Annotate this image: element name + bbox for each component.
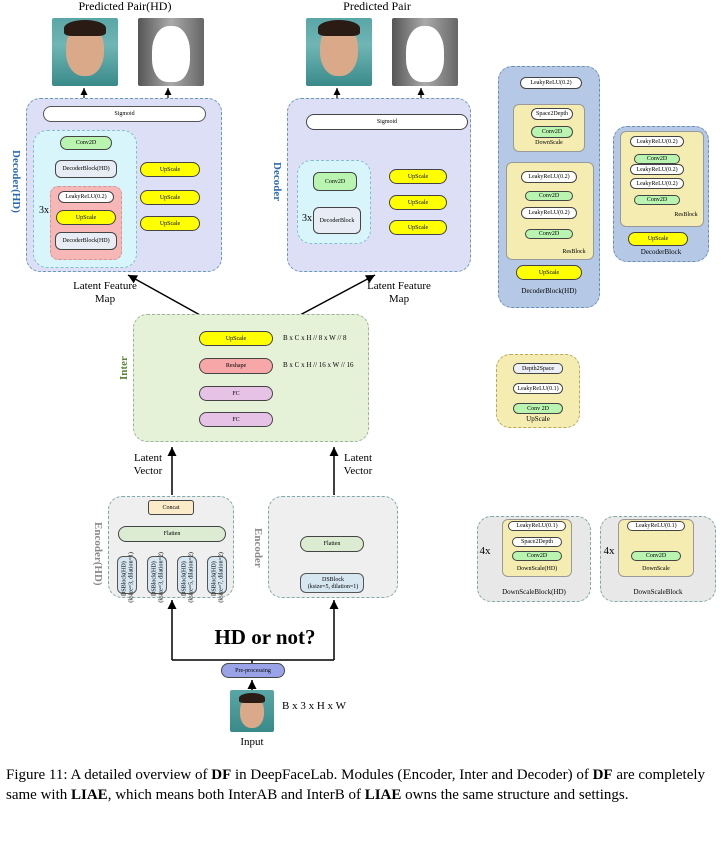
dsb-hd-conv: Conv2D: [512, 551, 562, 561]
decoder-hd-upscale: UpScale: [56, 210, 116, 225]
inter-dim1: B x C x H // 8 x W // 8: [283, 334, 347, 342]
encoder-hd-label: Encoder(HD): [92, 522, 104, 586]
dsb-leaky: LeakyReLU(0.1): [627, 521, 685, 531]
decoder-repeat: 3x: [302, 213, 312, 224]
db-conv1: Conv2D: [634, 154, 680, 164]
dbhd-s2d: Space2Depth: [531, 108, 573, 120]
encoder-flatten: Flatten: [300, 536, 364, 552]
latent-vec-left: Latent Vector: [133, 452, 163, 477]
dbhd-upscale: UpScale: [516, 265, 582, 280]
encoder-hd-dsblock-3-label: DSBlock(HD)(ksize=5, dilation=2): [181, 552, 194, 603]
up-title: UpScale: [526, 415, 550, 423]
hd-or-not-label: HD or not?: [214, 625, 316, 649]
up-d2s: Depth2Space: [513, 363, 563, 374]
db-leaky3: LeakyReLU(0.2): [630, 178, 684, 189]
pred-hd-title: Predicted Pair(HD): [78, 0, 172, 13]
dbhd-conv2: Conv2D: [525, 191, 573, 201]
encoder-hd-dsblock-2-label: DSBlock(HD)(ksize=3, dilation=2): [151, 552, 164, 603]
predicted-face-image: [306, 18, 372, 86]
encoder-hd-dsblock-4-label: DSBlock(HD)(ksize=7, dilation=2): [211, 552, 224, 603]
latent-map-left: Latent Feature Map: [73, 280, 137, 305]
decoder-hd-sigmoid: Sigmoid: [43, 106, 206, 122]
dsb-hd-s2d: Space2Depth: [512, 537, 562, 547]
dbhd-leaky1: LeakyReLU(0.2): [521, 171, 577, 183]
encoder-hd-dsblock-1-label: DSBlock(HD)(ksize=3, dilation=1): [121, 552, 134, 603]
inter-label: Inter: [117, 356, 130, 380]
decoder-block: DecoderBlock: [313, 207, 361, 234]
dsb-hd-leaky: LeakyReLU(0.1): [508, 521, 566, 531]
dbhd-leaky-top: LeakyReLU(0.2): [520, 77, 582, 89]
up-leaky: LeakyReLU(0.1): [513, 383, 563, 394]
db-title: DecoderBlock: [640, 248, 682, 256]
latent-vec-right: Latent Vector: [343, 452, 373, 477]
dbhd-title: DecoderBlock(HD): [521, 287, 577, 295]
inter-fc2: FC: [199, 412, 273, 427]
decoder-hd-conv: Conv2D: [60, 136, 112, 150]
db-conv2: Conv2D: [634, 195, 680, 205]
decoder-label: Decoder: [271, 162, 283, 202]
db-leaky2: LeakyReLU(0.2): [630, 164, 684, 175]
decoder-conv: Conv2D: [313, 172, 357, 191]
pred-title: Predicted Pair: [343, 0, 411, 13]
inter-upscale: UpScale: [199, 331, 273, 346]
decoder-hd-right-upscale-1: UpScale: [140, 162, 200, 177]
encoder-label: Encoder: [252, 528, 264, 568]
decoder-hd-repeat: 3x: [39, 205, 49, 216]
preprocessing-box: Pre-processing: [221, 663, 285, 678]
db-upscale: UpScale: [628, 232, 688, 246]
input-dim: B x 3 x H x W: [282, 700, 346, 712]
predicted-face-hd-image: [52, 18, 118, 86]
dsb-conv: Conv2D: [631, 551, 681, 561]
encoder-hd-concat: Concat: [148, 500, 194, 515]
dsb-title: DownScaleBlock: [633, 588, 683, 596]
dsb-inner-label: DownScale: [642, 566, 670, 572]
dbhd-conv3: Conv2D: [525, 229, 573, 239]
decoder-right-upscale-1: UpScale: [389, 169, 447, 184]
decoder-hd-leaky: LeakyReLU(0.2): [58, 191, 114, 203]
dsb-hd-title: DownScaleBlock(HD): [502, 588, 566, 596]
predicted-mask-hd-image: [138, 18, 204, 86]
dbhd-resblock-label: ResBlock: [562, 249, 586, 255]
db-resblock-label: ResBlock: [674, 212, 698, 218]
dbhd-leaky2: LeakyReLU(0.2): [521, 207, 577, 219]
latent-map-right: Latent Feature Map: [367, 280, 431, 305]
encoder-dsblock: DSBlock(ksize=5, dilation=1): [300, 573, 364, 593]
db-leaky1: LeakyReLU(0.2): [630, 136, 684, 147]
figure-caption: Figure 11: A detailed overview of DF in …: [6, 767, 706, 803]
input-face-image: [230, 690, 274, 732]
dsb-repeat: 4x: [603, 545, 615, 557]
encoder-hd-dsblock-1: DSBlock(HD)(ksize=3, dilation=1): [117, 552, 137, 603]
inter-reshape: Reshape: [199, 358, 273, 374]
decoder-right-upscale-3: UpScale: [389, 220, 447, 235]
decoder-hd-label: Decoder(HD): [10, 150, 22, 213]
dbhd-downscale-label: DownScale: [535, 140, 563, 146]
decoder-hd-right-upscale-3: UpScale: [140, 216, 200, 231]
dbhd-conv: Conv2D: [531, 126, 573, 138]
input-label: Input: [240, 736, 264, 748]
decoder-hd-block: DecoderBlock(HD): [55, 160, 117, 178]
up-conv: Conv 2D: [513, 403, 563, 414]
decoder-right-upscale-2: UpScale: [389, 195, 447, 210]
inter-fc1: FC: [199, 386, 273, 401]
dsb-hd-repeat: 4x: [479, 545, 491, 557]
dsb-hd-inner-label: DownScale(HD): [516, 566, 558, 572]
decoder-hd-right-upscale-2: UpScale: [140, 190, 200, 205]
predicted-mask-image: [392, 18, 458, 86]
encoder-hd-flatten: Flatten: [118, 526, 226, 542]
encoder-dsblock-label: DSBlock(ksize=5, dilation=1): [307, 577, 359, 590]
inter-dim2: B x C x H // 16 x W // 16: [283, 361, 354, 369]
encoder-hd-dsblock-3: DSBlock(HD)(ksize=5, dilation=2): [177, 552, 197, 603]
decoder-sigmoid: Sigmoid: [306, 114, 468, 130]
encoder-hd-dsblock-4: DSBlock(HD)(ksize=7, dilation=2): [207, 552, 227, 603]
decoder-hd-block2: DecoderBlock(HD): [55, 232, 117, 250]
encoder-hd-dsblock-2: DSBlock(HD)(ksize=3, dilation=2): [147, 552, 167, 603]
